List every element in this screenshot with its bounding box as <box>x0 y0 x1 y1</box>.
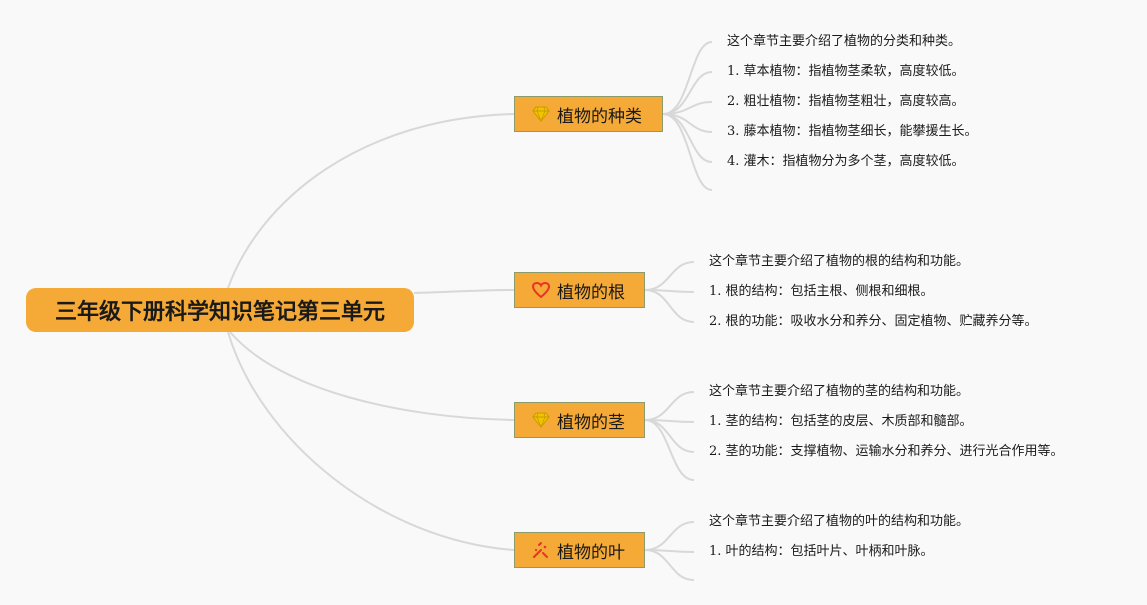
branch-title: 植物的茎 <box>557 412 625 433</box>
root-topic[interactable]: 三年级下册科学知识笔记第三单元 <box>26 288 414 332</box>
branch-title: 植物的种类 <box>557 106 642 127</box>
confetti-icon <box>531 540 551 560</box>
leaf-text: 3. 藤本植物：指植物茎细长，能攀援生长。 <box>727 124 978 139</box>
leaf-text: 4. 灌木：指植物分为多个茎，高度较低。 <box>727 154 965 169</box>
leaf-text: 这个章节主要介绍了植物的茎的结构和功能。 <box>709 384 970 399</box>
leaf-text: 2. 根的功能：吸收水分和养分、固定植物、贮藏养分等。 <box>709 314 1038 329</box>
branch-title: 植物的根 <box>557 282 625 303</box>
leaf-text: 1. 草本植物：指植物茎柔软，高度较低。 <box>727 64 965 79</box>
leaf-text: 这个章节主要介绍了植物的分类和种类。 <box>727 34 962 49</box>
leaf-text: 1. 茎的结构：包括茎的皮层、木质部和髓部。 <box>709 414 973 429</box>
leaf-text: 1. 叶的结构：包括叶片、叶柄和叶脉。 <box>709 544 934 559</box>
leaf-text: 2. 粗壮植物：指植物茎粗壮，高度较高。 <box>727 94 965 109</box>
leaf-text: 这个章节主要介绍了植物的根的结构和功能。 <box>709 254 970 269</box>
branch-plant-types[interactable]: 植物的种类 <box>514 96 663 132</box>
branch-plant-stem[interactable]: 植物的茎 <box>514 402 645 438</box>
heart-icon <box>531 280 551 300</box>
leaf-text: 1. 根的结构：包括主根、侧根和细根。 <box>709 284 934 299</box>
branch-plant-leaf[interactable]: 植物的叶 <box>514 532 645 568</box>
leaf-text: 这个章节主要介绍了植物的叶的结构和功能。 <box>709 514 970 529</box>
leaf-text: 2. 茎的功能：支撑植物、运输水分和养分、进行光合作用等。 <box>709 444 1064 459</box>
root-title: 三年级下册科学知识笔记第三单元 <box>54 300 385 325</box>
diamond-icon <box>531 410 551 430</box>
branch-plant-root[interactable]: 植物的根 <box>514 272 645 308</box>
branch-title: 植物的叶 <box>557 542 625 563</box>
diamond-icon <box>531 104 551 124</box>
